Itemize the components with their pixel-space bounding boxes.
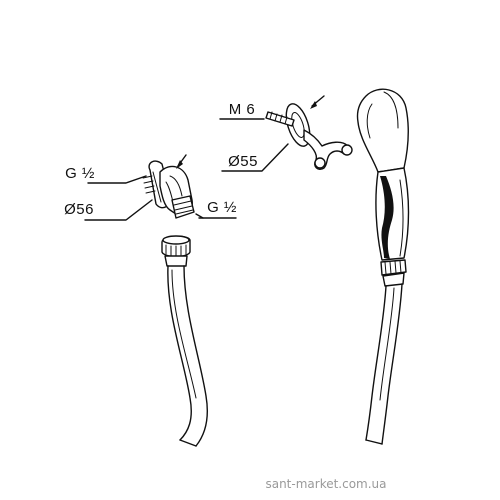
hand-shower: [356, 88, 410, 445]
label-holder-flange-diameter: Ø55: [228, 153, 258, 170]
shower-holder: [265, 103, 353, 170]
label-elbow-flange-diameter: Ø56: [64, 201, 94, 218]
elbow-leaders: [84, 154, 237, 221]
holder-leaders: [219, 95, 325, 172]
wall-elbow: [142, 160, 195, 219]
label-holder-screw: M 6: [229, 101, 256, 118]
shower-hose: [161, 235, 208, 447]
watermark-text: sant-market.com.ua: [265, 477, 386, 491]
label-elbow-inlet-thread: G ½: [65, 165, 95, 182]
label-elbow-outlet-thread: G ½: [207, 199, 237, 216]
